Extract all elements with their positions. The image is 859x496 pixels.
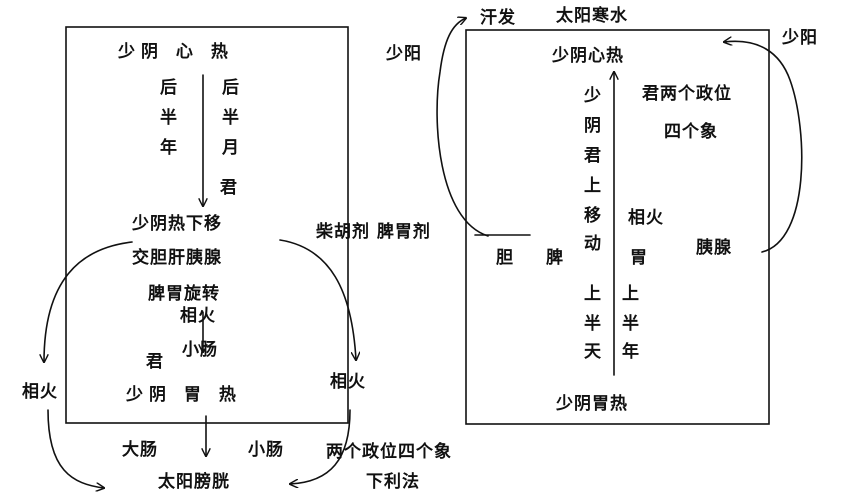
up-col-char-6: 动 (584, 234, 602, 254)
right-col-char-2: 半 (222, 108, 240, 128)
left-small-intestine: 小肠 (182, 340, 218, 360)
right-curve-left (436, 18, 489, 237)
right-curve-right (724, 41, 803, 253)
outer-xiang-huo-right: 相火 (330, 372, 366, 392)
up-col-char-3: 君 (584, 146, 602, 166)
right-spleen: 脾 (546, 248, 564, 268)
left-box (65, 26, 349, 424)
lower-left-char-1: 上 (584, 284, 602, 304)
left-top-label: 少阴 心 热 (118, 42, 234, 62)
left-bottom-label: 少阴 胃 热 (126, 385, 242, 405)
outer-bladder: 太阳膀胱 (158, 472, 230, 492)
right-four-images: 四个象 (664, 122, 718, 142)
bottom-curve-left (47, 409, 104, 488)
right-shaoyang-left: 少阳 (386, 44, 422, 64)
up-col-char-4: 上 (584, 176, 602, 196)
up-col-char-1: 少 (584, 86, 602, 106)
up-col-char-2: 阴 (584, 116, 602, 136)
left-move-down: 少阴热下移 (132, 214, 222, 234)
left-col-char-3: 年 (160, 138, 178, 158)
right-bottom-label: 少阴胃热 (556, 394, 628, 414)
left-xiang-huo: 相火 (180, 306, 216, 326)
right-col-char-1: 后 (222, 78, 240, 98)
left-curve-right (279, 239, 356, 360)
left-col-char-1: 后 (160, 78, 178, 98)
outer-xiang-huo-left: 相火 (22, 382, 58, 402)
right-pancreas: 胰腺 (696, 238, 732, 258)
outer-small-intestine: 小肠 (248, 440, 284, 460)
right-shaoyang-right: 少阳 (782, 28, 818, 48)
right-top-label: 少阴心热 (552, 46, 624, 66)
middle-prescription: 柴胡剂 脾胃剂 (316, 222, 431, 242)
left-spleen-stomach: 脾胃旋转 (148, 284, 220, 304)
right-stomach: 胃 (630, 248, 648, 268)
left-col-char-2: 半 (160, 108, 178, 128)
bottom-curve-right (290, 409, 351, 484)
lower-right-char-3: 年 (622, 342, 640, 362)
left-jun-lower: 君 (146, 352, 164, 372)
left-organs-line: 交胆肝胰腺 (132, 248, 222, 268)
outer-large-intestine: 大肠 (122, 440, 158, 460)
right-two-positions: 君两个政位 (642, 84, 732, 104)
right-sweat: 汗发 (480, 8, 516, 28)
right-gallbladder: 胆 (496, 248, 514, 268)
right-col-char-3: 月 (222, 138, 240, 158)
lower-left-char-3: 天 (584, 342, 602, 362)
outer-two-positions: 两个政位四个象 (326, 442, 452, 462)
up-col-char-5: 移 (584, 206, 602, 226)
left-curve-left (44, 241, 133, 362)
right-box (465, 29, 770, 425)
right-taiyang-cold: 太阳寒水 (556, 6, 628, 26)
outer-purge-method: 下利法 (366, 472, 420, 492)
left-jun-mid: 君 (220, 178, 238, 198)
right-xiang-huo: 相火 (628, 208, 664, 228)
lower-left-char-2: 半 (584, 314, 602, 334)
lower-right-char-2: 半 (622, 314, 640, 334)
lower-right-char-1: 上 (622, 284, 640, 304)
